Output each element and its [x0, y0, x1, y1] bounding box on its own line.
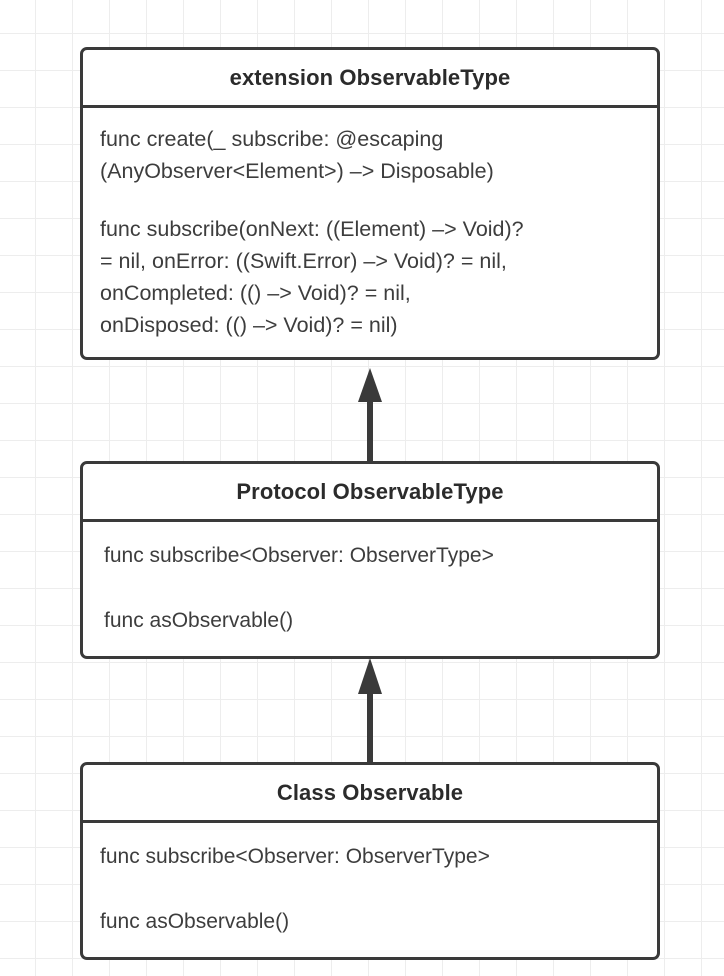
member-subscribe-observer: func subscribe<Observer: ObserverType> — [104, 544, 494, 567]
inheritance-arrow-protocol-to-extension — [352, 368, 388, 461]
member-as-observable: func asObservable() — [100, 910, 290, 933]
uml-box-members-protocol: func subscribe<Observer: ObserverType> f… — [83, 522, 657, 656]
uml-box-title-protocol: Protocol ObservableType — [83, 464, 657, 522]
uml-box-extension[interactable]: extension ObservableType func create(_ s… — [80, 47, 660, 360]
uml-box-members-class: func subscribe<Observer: ObserverType> f… — [83, 823, 657, 957]
uml-box-protocol[interactable]: Protocol ObservableType func subscribe<O… — [80, 461, 660, 659]
uml-box-title-class: Class Observable — [83, 765, 657, 823]
uml-box-title-extension: extension ObservableType — [83, 50, 657, 108]
uml-box-class[interactable]: Class Observable func subscribe<Observer… — [80, 762, 660, 960]
member-as-observable: func asObservable() — [104, 609, 294, 632]
member-create: func create(_ subscribe: @escaping (AnyO… — [100, 127, 494, 183]
uml-box-members-extension: func create(_ subscribe: @escaping (AnyO… — [83, 108, 657, 357]
inheritance-arrow-class-to-protocol — [352, 658, 388, 762]
member-subscribe-handlers: func subscribe(onNext: ((Element) –> Voi… — [100, 217, 524, 337]
member-subscribe-observer: func subscribe<Observer: ObserverType> — [100, 845, 490, 868]
